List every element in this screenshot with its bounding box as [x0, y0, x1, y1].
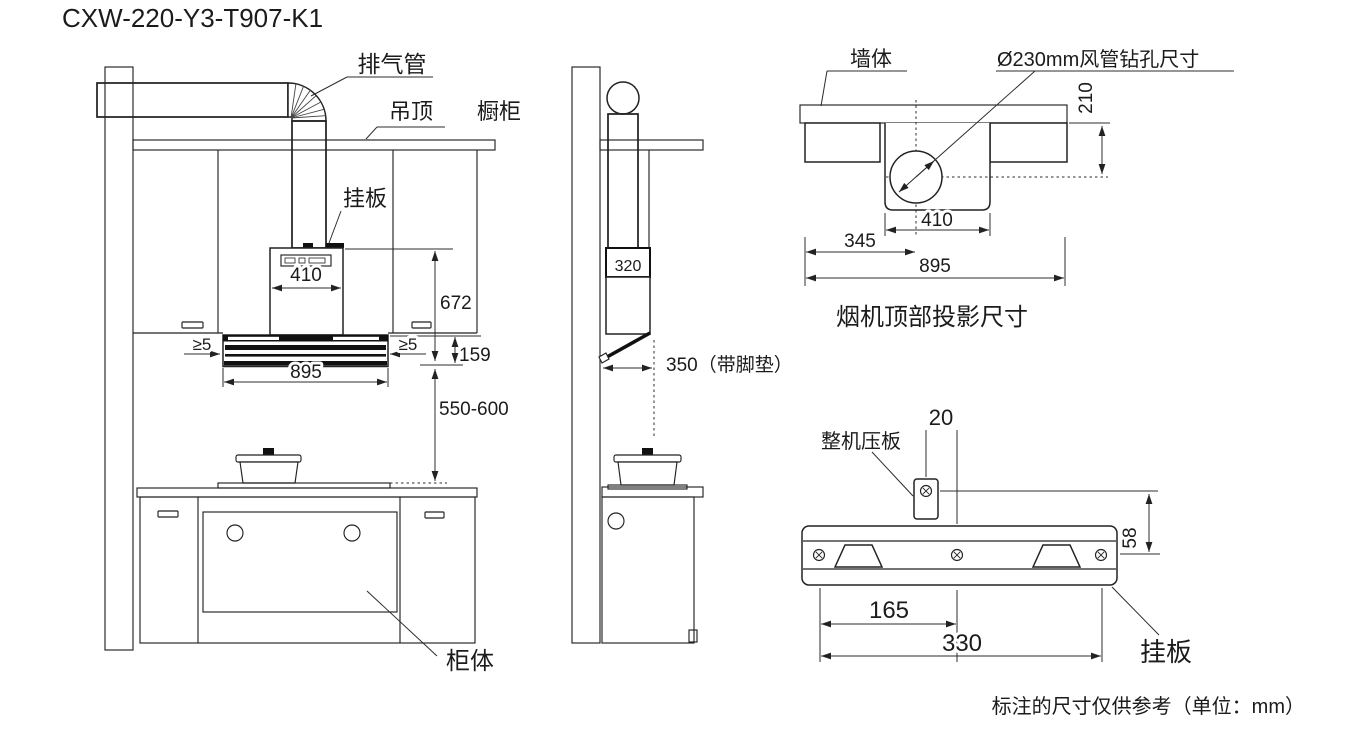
hanging-plate-wedge-left — [303, 243, 313, 248]
side-view: 320 350（带脚垫） — [571, 66, 793, 644]
stove-door — [202, 511, 398, 613]
counter-front — [136, 487, 478, 644]
pot-side — [607, 448, 688, 490]
foot-pad — [598, 352, 610, 364]
press-plate — [913, 478, 939, 520]
dim-plate-height: 58 — [1120, 527, 1141, 548]
hook-slot-right — [1031, 544, 1082, 568]
label-drill-hole: Ø230mm风管钻孔尺寸 — [997, 48, 1199, 71]
gap-dim-left: ≥5 — [193, 335, 212, 354]
dim-hole-to-wall: 210 — [1076, 82, 1097, 114]
page-title: CXW-220-Y3-T907-K1 — [62, 3, 323, 33]
hood-slant-panel — [606, 331, 651, 359]
hood-top-right-box — [989, 122, 1068, 163]
label-hanging-plate-front: 挂板 — [343, 186, 387, 211]
hood-display-grille — [280, 254, 332, 267]
dim-total-depth: 350（带脚垫） — [666, 354, 793, 376]
dim-body-height: 159 — [459, 345, 491, 366]
dim-center-from-left: 345 — [844, 231, 876, 252]
hanging-plate-wedge-right — [326, 243, 344, 248]
label-cabinet-body: 柜体 — [446, 648, 494, 675]
cooktop-front — [217, 482, 391, 489]
dim-chimney-width: 410 — [290, 265, 322, 286]
plate-screws — [812, 548, 1108, 562]
dim-hood-height: 672 — [440, 293, 472, 314]
top-view-caption: 烟机顶部投影尺寸 — [836, 304, 1028, 331]
front-wall — [104, 66, 134, 651]
counter-side — [601, 486, 704, 644]
label-cabinet: 橱柜 — [477, 99, 521, 124]
hood-body-side — [605, 276, 651, 335]
stove-knob-right — [343, 524, 361, 542]
hood-top-left-box — [804, 122, 881, 163]
dim-hood-width: 895 — [290, 362, 322, 383]
dim-top-depth: 320 — [615, 258, 642, 275]
drawer-handle-left — [157, 510, 179, 518]
hanging-plate-view: 整机压板 挂板 20 58 165 330 — [801, 405, 1192, 667]
hood-body — [222, 334, 389, 368]
hook-slot-left — [833, 544, 884, 568]
dim-total-width: 895 — [919, 256, 951, 277]
dim-hole-span: 330 — [942, 630, 982, 657]
front-view: 排气管 吊顶 橱柜 挂板 柜体 410 672 ≥5 ≥5 159 895 55… — [96, 51, 521, 675]
side-knob — [607, 512, 625, 530]
drawer-handle-right — [424, 511, 445, 519]
label-wall: 墙体 — [850, 48, 892, 71]
label-press-plate: 整机压板 — [821, 430, 901, 453]
side-wall — [571, 66, 601, 644]
dim-install-height: 550-600 — [439, 399, 509, 420]
top-projection-view: 墙体 Ø230mm风管钻孔尺寸 210 410 345 895 烟机顶部投影尺寸 — [799, 48, 1234, 331]
cabinet-handle-left — [181, 321, 204, 329]
side-ceiling — [599, 139, 704, 151]
pot-front — [217, 448, 391, 489]
counter-foot — [688, 629, 698, 643]
gap-dim-right: ≥5 — [399, 335, 418, 354]
exhaust-duct-horizontal — [96, 82, 289, 118]
wall-band — [799, 104, 1068, 124]
cabinet-handle-right — [411, 321, 432, 329]
duct-side — [607, 113, 639, 249]
duct-bend-side — [606, 81, 640, 115]
label-ceiling: 吊顶 — [389, 99, 433, 124]
footer-note: 标注的尺寸仅供参考（单位：mm） — [992, 695, 1305, 718]
stove-knob-left — [226, 524, 244, 542]
label-hanging-plate: 挂板 — [1140, 637, 1192, 667]
exhaust-duct-bend — [287, 82, 327, 122]
front-ceiling — [132, 139, 496, 151]
cooktop-side — [607, 484, 688, 490]
press-plate-screw — [919, 484, 933, 498]
dim-offset: 20 — [929, 405, 953, 430]
dim-hole-half-span: 165 — [869, 597, 909, 624]
dim-duct-box-width: 410 — [921, 210, 953, 231]
label-exhaust-pipe: 排气管 — [358, 51, 427, 77]
upper-cabinets — [133, 150, 478, 334]
